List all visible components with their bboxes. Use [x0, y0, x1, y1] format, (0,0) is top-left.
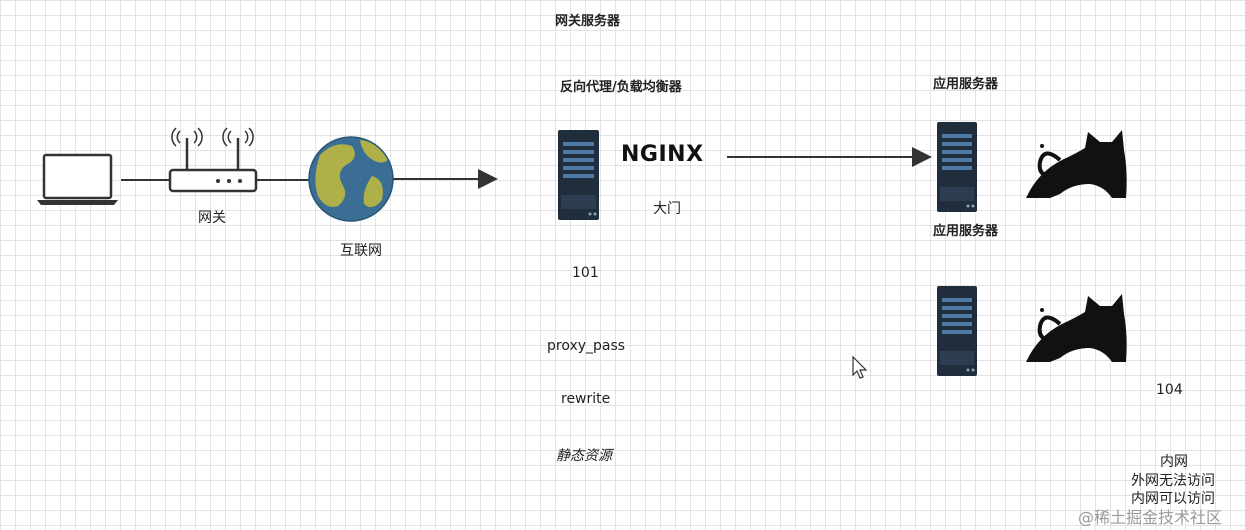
static-resource-label: 静态资源	[556, 448, 612, 464]
reverse-proxy-title: 反向代理/负载均衡器	[560, 80, 682, 95]
app-server-title-2: 应用服务器	[933, 224, 999, 239]
globe-icon	[308, 136, 394, 222]
gate-label: 大门	[653, 201, 681, 217]
server-icon	[558, 130, 599, 220]
internal-access-note: 内网可以访问	[1131, 491, 1215, 507]
server-icon	[937, 122, 977, 212]
router-icon	[168, 127, 258, 193]
intranet-note: 内网	[1160, 454, 1188, 470]
gateway-label: 网关	[198, 210, 226, 226]
proxy-pass-label: proxy_pass	[547, 338, 626, 354]
external-no-access-note: 外网无法访问	[1131, 473, 1215, 489]
nginx-logo: NGINX	[621, 142, 704, 167]
server-icon	[937, 286, 977, 376]
watermark: @稀土掘金技术社区	[1078, 508, 1223, 527]
app-server-title-1: 应用服务器	[933, 77, 999, 92]
laptop-icon	[37, 153, 118, 205]
ip-104-label: 104	[1156, 382, 1183, 398]
mouse-cursor-icon	[852, 355, 868, 379]
ip-101-label: 101	[572, 265, 599, 281]
internet-label: 互联网	[340, 243, 382, 259]
gateway-server-title: 网关服务器	[555, 14, 621, 29]
tomcat-icon	[1026, 130, 1127, 198]
rewrite-label: rewrite	[561, 391, 611, 407]
tomcat-icon	[1026, 294, 1127, 362]
